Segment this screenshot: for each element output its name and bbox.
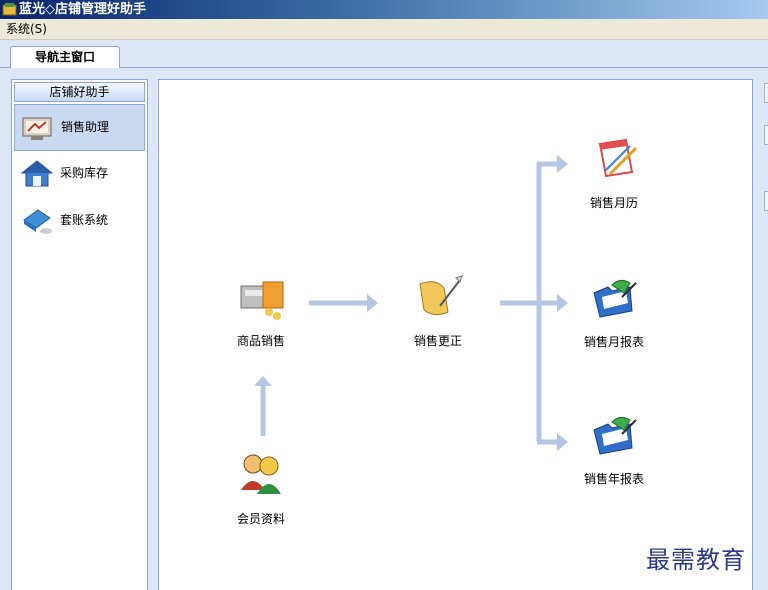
arrow-head — [557, 433, 568, 451]
node-member-info[interactable]: 会员资料 — [216, 450, 306, 527]
window-title: 蓝光◇店铺管理好助手 — [19, 2, 146, 17]
title-bar: 蓝光◇店铺管理好助手 — [0, 0, 768, 19]
right-edge-button[interactable] — [764, 83, 768, 103]
node-monthly-calendar[interactable]: 销售月历 — [569, 134, 659, 211]
watermark: 最需教育 — [646, 546, 746, 574]
sidebar: 店铺好助手 销售助理 采购库存 套账系统 — [11, 79, 148, 590]
scroll-icon — [419, 275, 463, 316]
book-icon — [23, 209, 52, 234]
node-label: 销售年报表 — [583, 472, 644, 486]
arrow-head — [367, 294, 378, 312]
tab-strip: 导航主窗口 — [0, 40, 768, 68]
tab-navigation-main[interactable]: 导航主窗口 — [10, 46, 120, 68]
sidebar-item-label: 采购库存 — [60, 166, 109, 180]
cash-register-icon — [240, 281, 284, 320]
node-product-sales[interactable]: 商品销售 — [216, 272, 306, 349]
menu-bar: 系统(S) — [0, 19, 768, 40]
node-yearly-report[interactable]: 销售年报表 — [569, 410, 659, 487]
members-icon — [241, 454, 281, 494]
right-panel-edge — [762, 79, 768, 589]
node-label: 会员资料 — [236, 512, 285, 526]
right-edge-button[interactable] — [764, 125, 768, 145]
node-label: 销售更正 — [413, 334, 462, 348]
node-label: 销售月历 — [589, 196, 638, 210]
node-monthly-report[interactable]: 销售月报表 — [569, 273, 659, 350]
menu-system[interactable]: 系统(S) — [6, 22, 47, 36]
sidebar-item-label: 销售助理 — [61, 120, 110, 134]
sidebar-item-sales-assistant[interactable]: 销售助理 — [14, 104, 145, 151]
node-sales-correction[interactable]: 销售更正 — [393, 272, 483, 349]
navigation-canvas: 商品销售 销售更正 会员资料 销售月历 — [158, 79, 753, 590]
folder-report-icon — [593, 416, 637, 455]
node-label: 商品销售 — [236, 334, 285, 348]
folder-report-icon — [593, 279, 637, 318]
right-edge-button[interactable] — [764, 191, 768, 211]
node-label: 销售月报表 — [583, 335, 644, 349]
sidebar-header[interactable]: 店铺好助手 — [14, 82, 145, 102]
sidebar-item-accounts[interactable]: 套账系统 — [14, 198, 145, 243]
sidebar-item-label: 套账系统 — [60, 213, 109, 227]
arrow-head — [557, 294, 568, 312]
app-icon — [2, 3, 17, 16]
house-icon — [20, 160, 54, 187]
arrow-head — [254, 376, 272, 386]
sales-assistant-icon — [22, 117, 52, 140]
arrow-head — [557, 155, 568, 173]
sidebar-item-purchase-inventory[interactable]: 采购库存 — [14, 151, 145, 196]
flow-arrows — [254, 155, 568, 451]
calendar-icon — [598, 138, 638, 178]
